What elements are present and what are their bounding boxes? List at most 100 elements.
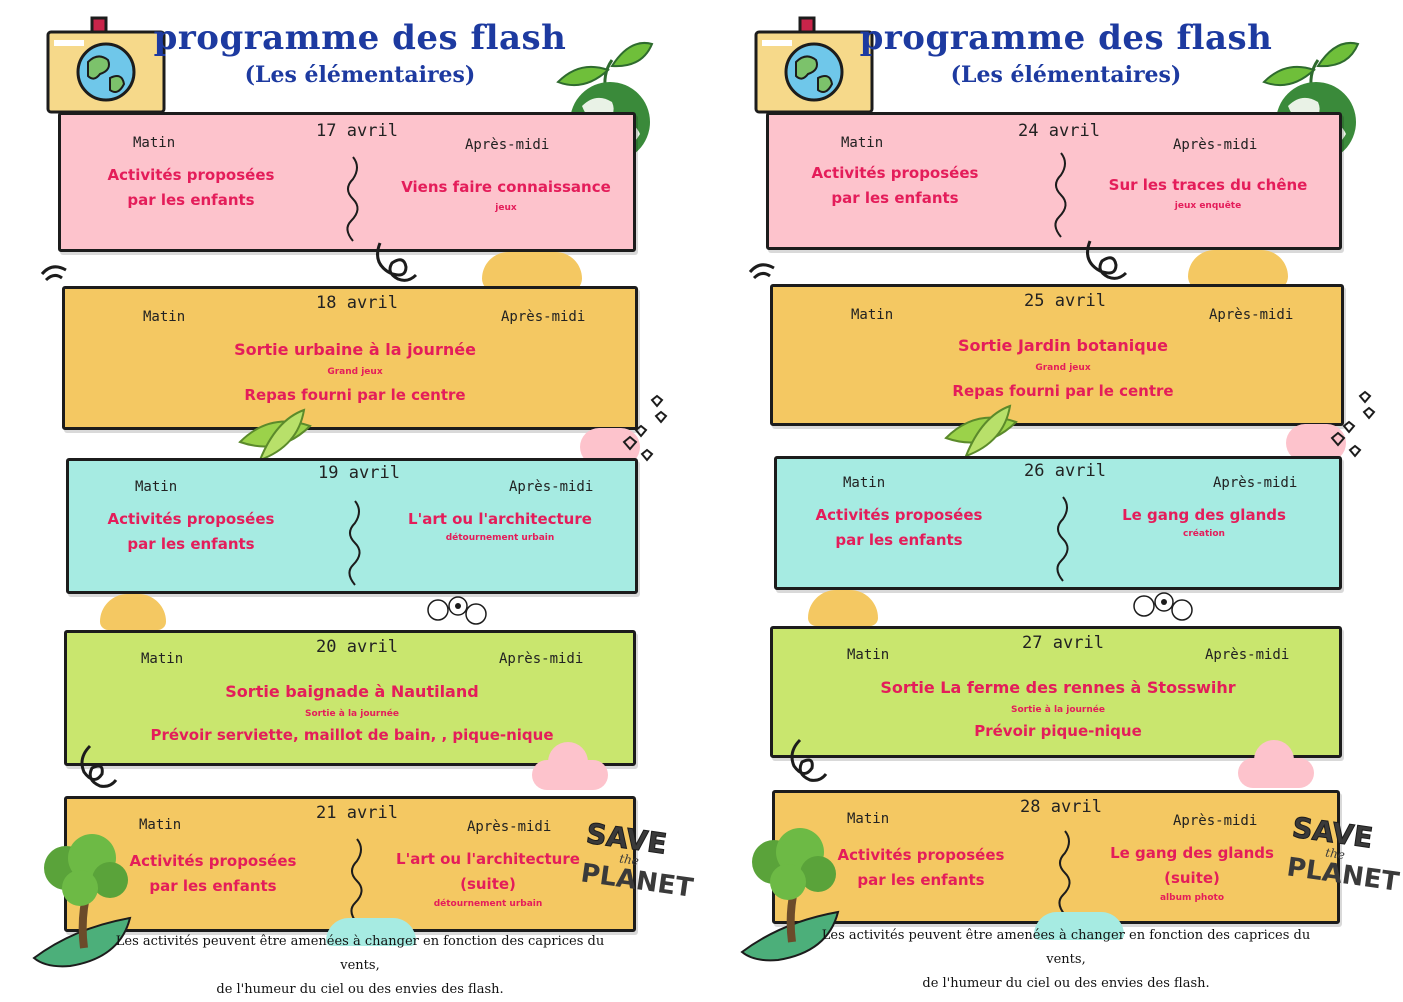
swirl-icon	[1086, 240, 1128, 280]
morning-label: Matin	[843, 475, 886, 491]
footer-line: de l'humeur du ciel ou des envies des fl…	[216, 982, 504, 997]
cloud-decoration	[1238, 740, 1314, 788]
day-card-19-avril: Matin 19 avril Après-midi Activités prop…	[66, 458, 638, 594]
morning-activity-line: Activités proposées	[129, 852, 297, 870]
afternoon-activity-line: L'art ou l'architecture	[396, 850, 580, 868]
afternoon-activity: Le gang des glands (suite)	[1077, 841, 1307, 891]
afternoon-activity: Viens faire connaissance	[401, 178, 611, 196]
morning-label: Matin	[143, 309, 186, 325]
morning-label: Matin	[135, 479, 178, 495]
morning-activity-line: par les enfants	[127, 535, 255, 553]
morning-activity: Activités proposées par les enfants	[81, 163, 301, 213]
afternoon-label: Après-midi	[501, 309, 586, 325]
afternoon-label: Après-midi	[1205, 647, 1290, 663]
hearts-icon	[1330, 390, 1376, 458]
page-title: programme des flash	[859, 18, 1273, 58]
squiggle-divider	[1056, 496, 1069, 582]
leaf-icon	[944, 404, 1018, 458]
blob-decoration	[808, 590, 878, 626]
day-card-27-avril: Matin 27 avril Après-midi Sortie La ferm…	[770, 626, 1342, 758]
flowers-icon	[1133, 592, 1193, 621]
morning-label: Matin	[847, 647, 890, 663]
cloud-decoration	[532, 742, 608, 790]
tree-icon	[740, 828, 840, 962]
dash-icon	[40, 265, 67, 282]
morning-activity-line: Activités proposées	[107, 166, 275, 184]
page-subtitle: (Les élémentaires)	[244, 62, 476, 88]
tree-icon	[32, 834, 132, 968]
footer-note: Les activités peuvent être amenées à cha…	[806, 924, 1326, 996]
blob-decoration	[1188, 250, 1288, 290]
blob-decoration	[326, 918, 416, 946]
day-date: 25 avril	[1024, 291, 1106, 311]
afternoon-label: Après-midi	[467, 819, 552, 835]
day-date: 24 avril	[1018, 121, 1100, 141]
afternoon-activity: Sur les traces du chêne	[1108, 176, 1308, 194]
full-day-activity: Sortie baignade à Nautiland	[225, 682, 479, 701]
day-date: 18 avril	[316, 293, 398, 313]
morning-activity-line: Activités proposées	[811, 164, 979, 182]
morning-activity: Activités proposées par les enfants	[785, 161, 1005, 211]
full-day-activity: Sortie Jardin botanique	[958, 336, 1168, 355]
blob-decoration	[482, 252, 582, 292]
full-day-note: Sortie à la journée	[1011, 705, 1105, 715]
day-card-25-avril: Matin 25 avril Après-midi Sortie Jardin …	[770, 284, 1344, 426]
day-card-24-avril: Matin 24 avril Après-midi Activités prop…	[766, 112, 1342, 250]
afternoon-note: création	[1183, 529, 1225, 539]
full-day-activity: Sortie La ferme des rennes à Stosswihr	[880, 678, 1236, 697]
leaf-icon	[238, 408, 312, 462]
afternoon-label: Après-midi	[465, 137, 550, 153]
day-date: 17 avril	[316, 121, 398, 141]
morning-activity-line: par les enfants	[127, 191, 255, 209]
day-card-26-avril: Matin 26 avril Après-midi Activités prop…	[774, 456, 1342, 590]
morning-label: Matin	[141, 651, 184, 667]
morning-activity-line: par les enfants	[831, 189, 959, 207]
page-subtitle: (Les élémentaires)	[950, 62, 1182, 88]
afternoon-label: Après-midi	[509, 479, 594, 495]
day-card-28-avril: Matin 28 avril Après-midi Activités prop…	[772, 790, 1340, 924]
morning-activity-line: par les enfants	[835, 531, 963, 549]
afternoon-note: détournement urbain	[445, 533, 555, 543]
morning-activity: Activités proposées par les enfants	[81, 507, 301, 557]
morning-label: Matin	[841, 135, 884, 151]
afternoon-label: Après-midi	[1209, 307, 1294, 323]
afternoon-activity: Le gang des glands	[1122, 506, 1286, 524]
afternoon-label: Après-midi	[1173, 813, 1258, 829]
morning-activity-line: par les enfants	[149, 877, 277, 895]
afternoon-note: album photo	[1159, 893, 1225, 903]
hearts-icon	[622, 394, 668, 462]
afternoon-activity-line: Le gang des glands	[1110, 844, 1274, 862]
full-day-note: Sortie à la journée	[305, 709, 399, 719]
squiggle-divider	[348, 500, 361, 586]
swirl-icon	[376, 242, 418, 282]
morning-activity-line: Activités proposées	[107, 510, 275, 528]
day-card-20-avril: Matin 20 avril Après-midi Sortie baignad…	[64, 630, 636, 766]
day-date: 19 avril	[318, 463, 400, 483]
morning-activity-line: Activités proposées	[815, 506, 983, 524]
squiggle-divider	[1058, 830, 1071, 916]
footer-line: de l'humeur du ciel ou des envies des fl…	[922, 976, 1210, 991]
morning-label: Matin	[139, 817, 182, 833]
blob-decoration	[1034, 912, 1124, 940]
day-date: 21 avril	[316, 803, 398, 823]
full-day-extra: Prévoir serviette, maillot de bain, , pi…	[150, 726, 554, 744]
day-card-17-avril: Matin 17 avril Après-midi Activités prop…	[58, 112, 636, 252]
morning-label: Matin	[851, 307, 894, 323]
afternoon-label: Après-midi	[1213, 475, 1298, 491]
footer-line: Les activités peuvent être amenées à cha…	[821, 928, 1311, 967]
full-day-extra: Repas fourni par le centre	[952, 382, 1174, 400]
full-day-extra: Repas fourni par le centre	[244, 386, 466, 404]
afternoon-label: Après-midi	[499, 651, 584, 667]
afternoon-activity-line: (suite)	[1164, 869, 1220, 887]
swirl-icon	[790, 738, 828, 782]
dash-icon	[748, 263, 775, 280]
day-date: 20 avril	[316, 637, 398, 657]
day-card-21-avril: Matin 21 avril Après-midi Activités prop…	[64, 796, 636, 932]
full-day-note: Grand jeux	[327, 367, 383, 377]
afternoon-note: jeux enquête	[1174, 201, 1242, 211]
flowers-icon	[427, 596, 487, 625]
blob-decoration	[100, 594, 166, 630]
afternoon-activity: L'art ou l'architecture	[408, 510, 592, 528]
morning-activity: Activités proposées par les enfants	[811, 843, 1031, 893]
afternoon-note: détournement urbain	[433, 899, 543, 909]
